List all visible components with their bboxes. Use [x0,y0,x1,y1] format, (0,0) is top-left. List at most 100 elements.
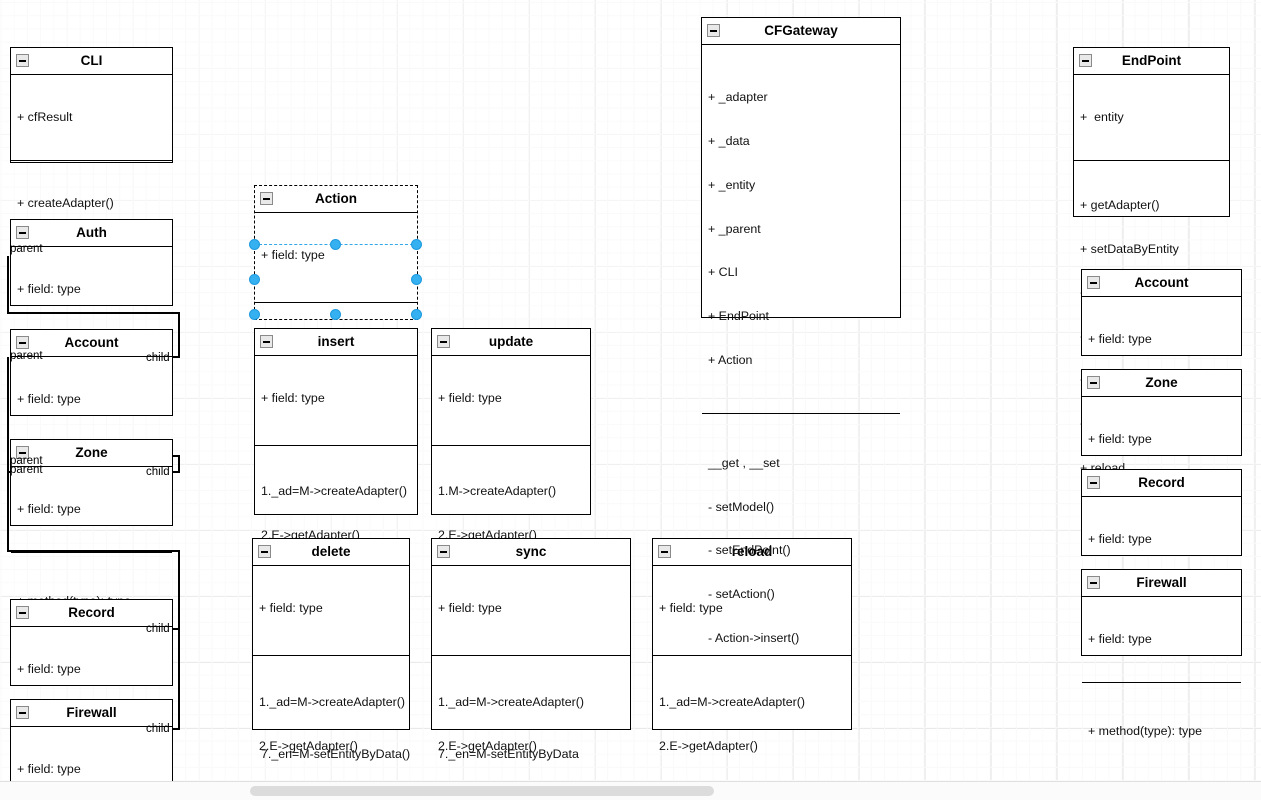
class-name-label: Record [1138,475,1185,490]
collapse-icon[interactable] [16,446,29,459]
class-box-record-left[interactable]: Record + field: type + method(type): typ… [10,599,173,768]
class-title-cli: CLI [11,48,172,75]
class-attributes-endpoint: + entity [1074,75,1229,161]
attribute-row: + field: type [17,762,81,777]
collapse-icon[interactable] [260,192,273,205]
method-row: 1.M->createAdapter() [438,484,557,499]
method-row: 1._ad=M->createAdapter() [261,484,408,499]
class-name-label: Zone [75,445,108,460]
method-row: - setAction() [708,587,775,602]
class-title-zone-right: Zone [1082,370,1241,397]
collapse-icon[interactable] [16,54,29,67]
selection-handle-e[interactable] [411,274,422,285]
class-box-zone-left[interactable]: Zone + field: type + method(type): type [10,439,173,608]
class-attributes-insert: + field: type [255,356,417,446]
class-name-label: EndPoint [1121,53,1182,68]
collapse-icon[interactable] [16,336,29,349]
selection-handle-nw[interactable] [249,239,260,250]
selection-handle-se[interactable] [411,309,422,320]
collapse-icon[interactable] [16,606,29,619]
class-box-insert[interactable]: insert + field: type 1._ad=M->createAdap… [254,328,418,761]
method-row: 7._en=M-setEntityByData() [261,746,411,761]
class-title-zone-left: Zone [11,440,172,467]
class-box-delete[interactable]: delete + field: type 1._ad=M->createAdap… [252,538,410,753]
class-methods-reload: 1._ad=M->createAdapter() 2.E->getAdapter… [653,656,851,781]
collapse-icon[interactable] [16,226,29,239]
method-row: - setEndPoint() [708,543,791,558]
class-box-update[interactable]: update + field: type 1.M->createAdapter(… [431,328,591,761]
attribute-row: + entity [1080,110,1124,125]
class-box-cli[interactable]: CLI + cfResult + createAdapter() + setEn… [10,47,173,298]
attribute-row: + field: type [1088,632,1152,647]
attribute-row: + field: type [1088,432,1152,447]
method-row: 2.E->getAdapter() [659,738,758,753]
class-title-account-right: Account [1082,270,1241,297]
class-box-reload[interactable]: reload + field: type 1._ad=M->createAdap… [652,538,852,753]
selection-handle-ne[interactable] [411,239,422,250]
connector-right-rail-vertical [178,550,180,730]
collapse-icon[interactable] [437,545,450,558]
selection-handle-w[interactable] [249,274,260,285]
class-title-insert: insert [255,329,417,356]
class-attributes-record-left: + field: type [11,627,172,713]
horizontal-scrollbar-thumb[interactable] [250,786,714,796]
selection-handle-s[interactable] [330,309,341,320]
class-attributes-firewall-right: + field: type [1082,597,1241,683]
class-box-record-right[interactable]: Record + field: type + method(type): typ… [1081,469,1242,638]
class-box-firewall-right[interactable]: Firewall + field: type + method(type): t… [1081,569,1242,738]
class-box-cfgateway[interactable]: CFGateway + _adapter + _data + _entity +… [701,17,901,645]
method-row: + method(type): type [1088,724,1202,739]
horizontal-scrollbar-track[interactable] [0,781,1261,800]
attribute-row: + field: type [17,662,81,677]
class-attributes-delete: + field: type [253,566,409,656]
collapse-icon[interactable] [16,706,29,719]
selection-handle-n[interactable] [330,239,341,250]
class-name-label: insert [317,334,355,349]
collapse-icon[interactable] [707,24,720,37]
class-box-auth[interactable]: Auth + field: type + method(type): type [10,219,173,388]
attribute-row: + field: type [261,391,325,406]
collapse-icon[interactable] [437,335,450,348]
collapse-icon[interactable] [1087,276,1100,289]
class-name-label: Account [64,335,119,350]
class-methods-cfgateway: __get , __set - setModel() - setEndPoint… [702,414,900,681]
edge-label-record-child: child [146,623,170,635]
method-row: 7._en=M-setEntityByData [438,746,579,761]
class-name-label: Record [68,605,115,620]
method-row: + getAdapter() [1080,198,1160,213]
collapse-icon[interactable] [258,545,271,558]
selection-handle-sw[interactable] [249,309,260,320]
attribute-row: + _entity [708,177,756,192]
class-box-account-right[interactable]: Account + field: type + method(type): ty… [1081,269,1242,438]
class-box-firewall-left[interactable]: Firewall + field: type + method(type): t… [10,699,173,781]
attribute-row: + Action [708,352,753,367]
attribute-row: + field: type [261,248,325,263]
attribute-row: + field: type [659,601,723,616]
method-row: 1._ad=M->createAdapter() [659,695,806,710]
collapse-icon[interactable] [1079,54,1092,67]
collapse-icon[interactable] [260,335,273,348]
class-box-action[interactable]: Action + field: type + createAdapter() +… [254,185,418,444]
class-box-zone-right[interactable]: Zone + field: type + method(type): type [1081,369,1242,538]
attribute-row: + field: type [438,391,502,406]
class-methods-firewall-right: + method(type): type [1082,683,1241,774]
edge-label-zone-child: child [146,466,170,478]
class-box-sync[interactable]: sync + field: type 1._ad=M->createAdapte… [431,538,631,753]
class-name-label: reload [731,544,773,559]
method-row: 1._ad=M->createAdapter() [259,695,406,710]
collapse-icon[interactable] [658,545,671,558]
collapse-icon[interactable] [1087,376,1100,389]
attribute-row: + _parent [708,221,761,236]
class-name-label: Zone [1145,375,1178,390]
collapse-icon[interactable] [1087,576,1100,589]
class-attributes-auth: + field: type [11,247,172,333]
class-box-endpoint[interactable]: EndPoint + entity + getAdapter() + setDa… [1073,47,1230,475]
class-title-record-left: Record [11,600,172,627]
collapse-icon[interactable] [1087,476,1100,489]
attribute-row: + field: type [17,392,81,407]
class-title-cfgateway: CFGateway [702,18,900,45]
class-attributes-account-left: + field: type [11,357,172,443]
diagram-canvas[interactable]: parent parent child parent parent child … [0,0,1261,781]
class-box-account-left[interactable]: Account + field: type + method(type): ty… [10,329,173,498]
method-row: __get , __set [708,455,780,470]
